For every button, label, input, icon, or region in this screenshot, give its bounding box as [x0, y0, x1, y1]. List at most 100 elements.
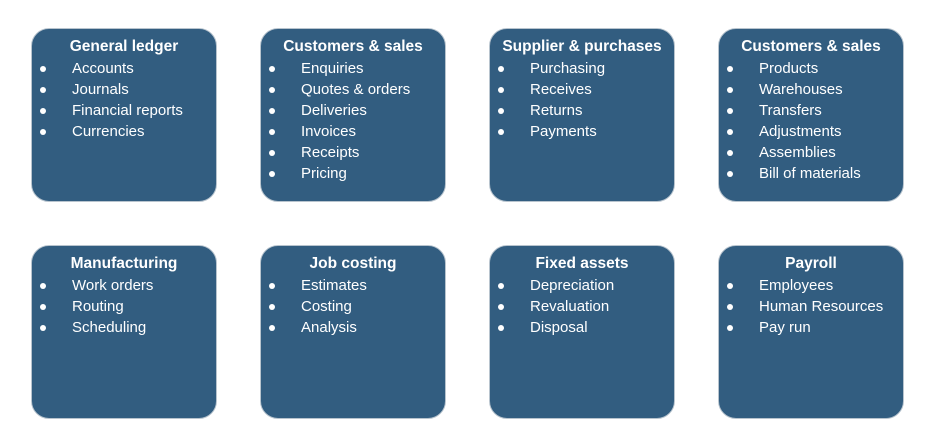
- module-item: Invoices: [261, 121, 445, 142]
- module-item: Disposal: [490, 317, 674, 338]
- module-item: Depreciation: [490, 275, 674, 296]
- module-item-label: Pay run: [759, 319, 811, 336]
- module-item: Adjustments: [719, 121, 903, 142]
- module-item-label: Human Resources: [759, 298, 884, 315]
- module-item-label: Receipts: [301, 144, 360, 161]
- module-item: Returns: [490, 100, 674, 121]
- bullet-icon: [40, 129, 46, 135]
- bullet-icon: [269, 325, 275, 331]
- module-item-label: Estimates: [301, 277, 367, 294]
- module-item-label: Disposal: [530, 319, 588, 336]
- module-item-label: Receives: [530, 81, 592, 98]
- module-item-label: Bill of materials: [759, 165, 861, 182]
- module-item-label: Routing: [72, 298, 124, 315]
- bullet-icon: [269, 304, 275, 310]
- module-item: Assemblies: [719, 142, 903, 163]
- bullet-icon: [498, 87, 504, 93]
- module-item-label: Deliveries: [301, 102, 367, 119]
- bullet-icon: [498, 325, 504, 331]
- bullet-icon: [727, 129, 733, 135]
- module-item-label: Quotes & orders: [301, 81, 411, 98]
- module-item: Transfers: [719, 100, 903, 121]
- bullet-icon: [727, 150, 733, 156]
- module-item-label: Work orders: [72, 277, 154, 294]
- module-item: Deliveries: [261, 100, 445, 121]
- module-item-label: Purchasing: [530, 60, 606, 77]
- module-item: Purchasing: [490, 58, 674, 79]
- module-item-label: Costing: [301, 298, 352, 315]
- bullet-icon: [498, 304, 504, 310]
- module-item: Scheduling: [32, 317, 216, 338]
- module-item-label: Employees: [759, 277, 834, 294]
- bullet-icon: [40, 283, 46, 289]
- module-title: Customers & sales: [741, 38, 881, 55]
- module-item: Routing: [32, 296, 216, 317]
- module-item-label: Journals: [72, 81, 129, 98]
- module-item: Pay run: [719, 317, 903, 338]
- module-item-label: Payments: [530, 123, 597, 140]
- module-item-label: Accounts: [72, 60, 134, 77]
- bullet-icon: [727, 325, 733, 331]
- bullet-icon: [40, 87, 46, 93]
- bullet-icon: [269, 150, 275, 156]
- module-item: Products: [719, 58, 903, 79]
- module-item: Estimates: [261, 275, 445, 296]
- module-item: Costing: [261, 296, 445, 317]
- module-item-label: Currencies: [72, 123, 145, 140]
- module-item: Pricing: [261, 163, 445, 184]
- module-item: Payments: [490, 121, 674, 142]
- module-item-label: Products: [759, 60, 819, 77]
- bullet-icon: [40, 304, 46, 310]
- module-title: Customers & sales: [283, 38, 423, 55]
- bullet-icon: [727, 108, 733, 114]
- module-item-label: Enquiries: [301, 60, 364, 77]
- module-item: Quotes & orders: [261, 79, 445, 100]
- bullet-icon: [40, 325, 46, 331]
- module-item-label: Invoices: [301, 123, 357, 140]
- module-item-label: Financial reports: [72, 102, 183, 119]
- module-item: Employees: [719, 275, 903, 296]
- bullet-icon: [269, 129, 275, 135]
- module-item: Journals: [32, 79, 216, 100]
- bullet-icon: [727, 304, 733, 310]
- module-item: Currencies: [32, 121, 216, 142]
- module-title: Manufacturing: [70, 255, 178, 272]
- module-item: Work orders: [32, 275, 216, 296]
- bullet-icon: [498, 283, 504, 289]
- module-item: Warehouses: [719, 79, 903, 100]
- module-item: Accounts: [32, 58, 216, 79]
- module-item-label: Warehouses: [759, 81, 843, 98]
- module-title: Job costing: [309, 255, 397, 272]
- bullet-icon: [269, 283, 275, 289]
- bullet-icon: [727, 66, 733, 72]
- bullet-icon: [40, 66, 46, 72]
- bullet-icon: [269, 108, 275, 114]
- module-item-label: Depreciation: [530, 277, 615, 294]
- module-item: Enquiries: [261, 58, 445, 79]
- module-item-label: Returns: [530, 102, 583, 119]
- module-item: Human Resources: [719, 296, 903, 317]
- bullet-icon: [727, 171, 733, 177]
- module-item-label: Assemblies: [759, 144, 836, 161]
- module-title: General ledger: [69, 38, 179, 55]
- bullet-icon: [269, 87, 275, 93]
- module-item: Financial reports: [32, 100, 216, 121]
- module-title: Supplier & purchases: [502, 38, 662, 55]
- bullet-icon: [498, 66, 504, 72]
